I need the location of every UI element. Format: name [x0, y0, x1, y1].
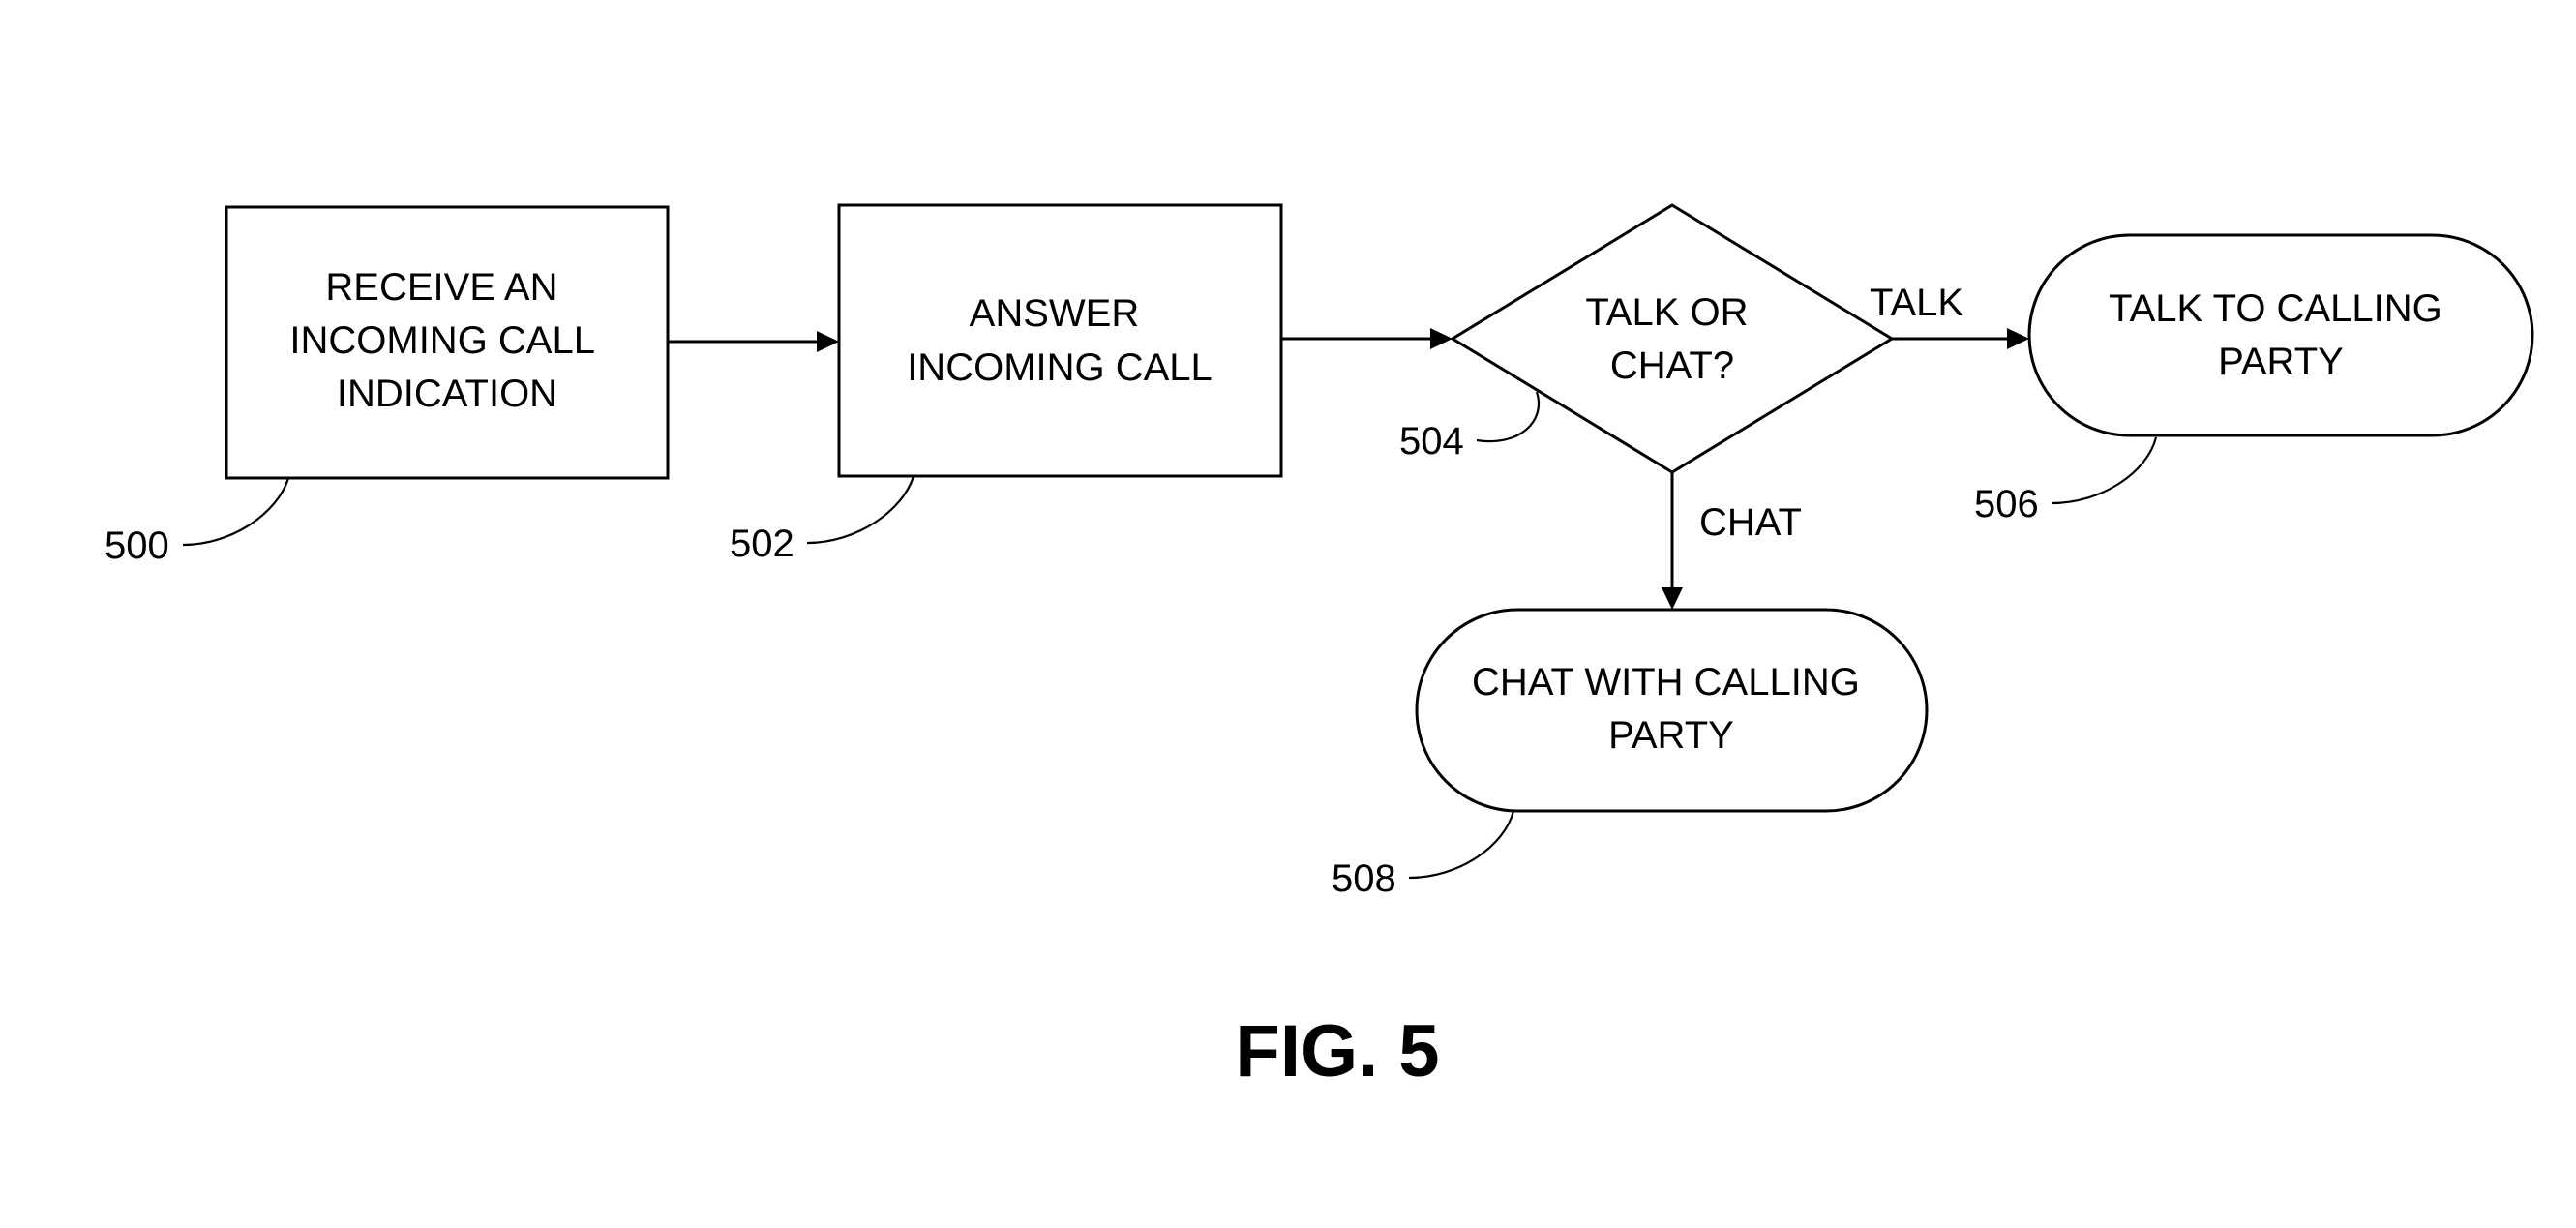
ref-506: 506: [1974, 437, 2156, 525]
ref-502-label: 502: [730, 523, 794, 565]
node-receive-call-line-3: INDICATION: [337, 373, 557, 415]
node-receive-call-line-1: RECEIVE AN: [325, 266, 557, 309]
node-answer-call-line-2: INCOMING CALL: [907, 346, 1213, 389]
ref-508: 508: [1332, 811, 1513, 900]
edge-decision-to-talk-arrowhead: [2007, 328, 2029, 349]
edge-talk-label: TALK: [1870, 282, 1963, 324]
ref-502-leader: [807, 476, 914, 543]
node-answer-call-line-1: ANSWER: [970, 292, 1140, 335]
ref-506-label: 506: [1974, 483, 2039, 525]
edge-receive-to-answer: [668, 331, 839, 352]
edge-receive-to-answer-arrowhead: [817, 331, 839, 352]
node-chat-with-party-line-2: PARTY: [1608, 714, 1734, 757]
node-chat-with-party-terminal: [1417, 610, 1927, 811]
node-answer-call-box: [839, 205, 1281, 476]
ref-500-label: 500: [105, 524, 169, 567]
node-answer-call: ANSWER INCOMING CALL: [839, 205, 1281, 476]
node-chat-with-party-line-1: CHAT WITH CALLING: [1472, 661, 1860, 704]
ref-500-leader: [183, 478, 288, 545]
ref-500: 500: [105, 478, 288, 567]
node-talk-or-chat: TALK OR CHAT?: [1453, 205, 1892, 472]
figure-caption: FIG. 5: [1235, 1010, 1439, 1093]
node-talk-to-party-terminal: [2029, 235, 2532, 435]
ref-504-label: 504: [1399, 420, 1464, 463]
edge-decision-to-chat: CHAT: [1662, 472, 1802, 610]
node-talk-to-party-line-2: PARTY: [2218, 341, 2344, 383]
node-talk-or-chat-diamond: [1453, 205, 1892, 472]
edge-answer-to-decision-arrowhead: [1430, 328, 1453, 349]
ref-508-leader: [1409, 811, 1513, 878]
node-talk-or-chat-line-2: CHAT?: [1610, 344, 1734, 387]
node-talk-or-chat-line-1: TALK OR: [1585, 291, 1748, 334]
node-receive-call-line-2: INCOMING CALL: [289, 319, 593, 362]
edge-decision-to-talk: TALK: [1870, 282, 2029, 349]
node-talk-to-party: TALK TO CALLING PARTY: [2029, 235, 2532, 435]
edge-decision-to-chat-arrowhead: [1662, 587, 1683, 610]
ref-502: 502: [730, 476, 914, 565]
edge-answer-to-decision: [1281, 328, 1453, 349]
ref-504-leader: [1477, 392, 1539, 441]
ref-508-label: 508: [1332, 857, 1396, 900]
node-receive-call: RECEIVE AN INCOMING CALL INDICATION: [226, 207, 668, 478]
node-talk-to-party-line-1: TALK TO CALLING: [2109, 287, 2442, 330]
ref-504: 504: [1399, 392, 1539, 463]
node-receive-call-text: RECEIVE AN INCOMING CALL INDICATION: [289, 266, 604, 415]
ref-506-leader: [2052, 437, 2156, 503]
edge-chat-label: CHAT: [1699, 501, 1802, 544]
node-chat-with-party: CHAT WITH CALLING PARTY: [1417, 610, 1927, 811]
